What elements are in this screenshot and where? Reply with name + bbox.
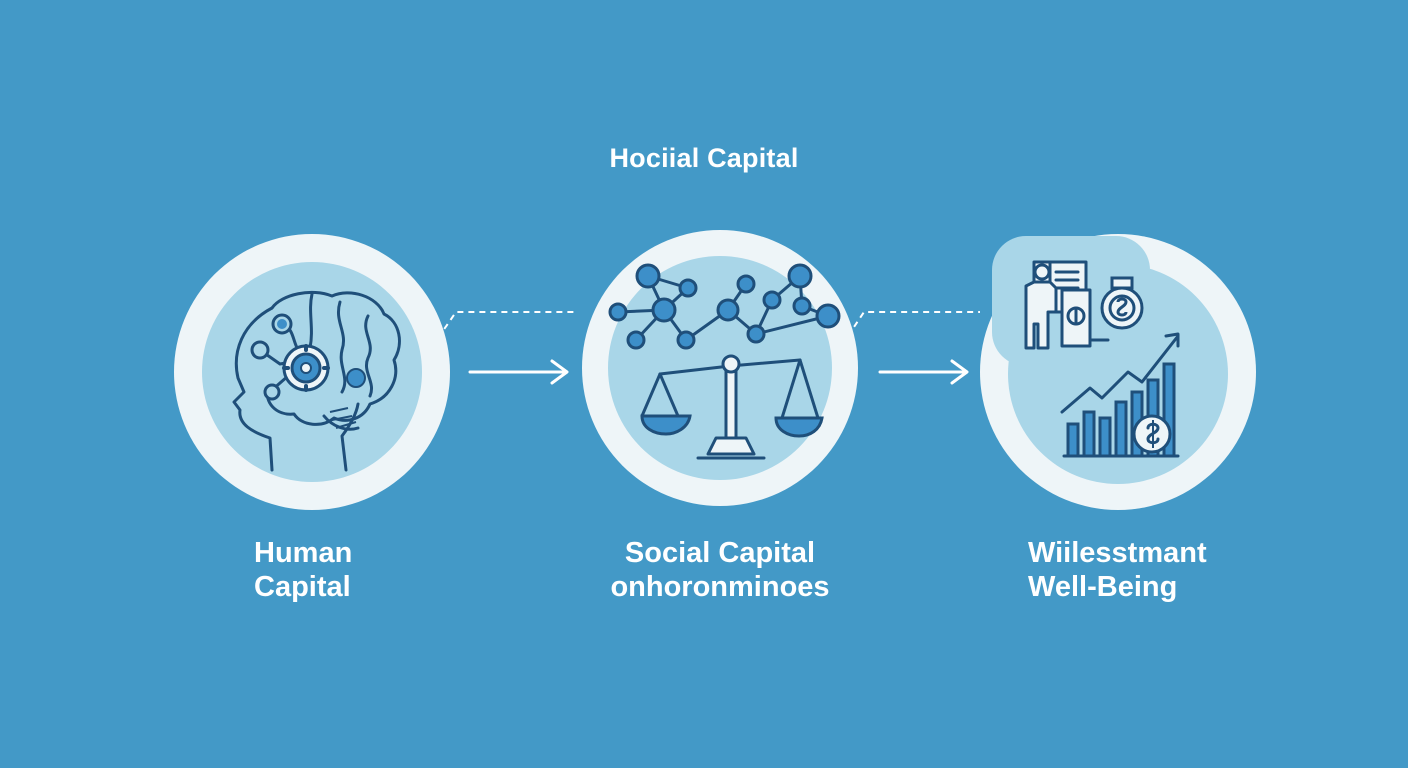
node-label-human-capital: Human Capital bbox=[254, 536, 352, 604]
network-node bbox=[746, 324, 766, 344]
label-line-1: Wiilesstmant bbox=[1028, 537, 1207, 569]
label-line-2: Capital bbox=[254, 571, 351, 603]
node-label-social-capital: Social Capital onhoronminoes bbox=[596, 536, 844, 604]
network-node bbox=[608, 302, 628, 322]
network-scale-icon bbox=[582, 230, 858, 506]
small-gear-icon bbox=[277, 319, 366, 388]
network-node bbox=[626, 330, 646, 350]
gear-icon bbox=[282, 344, 330, 392]
dollar-coin-icon bbox=[1132, 414, 1172, 454]
arrow-1-icon bbox=[468, 359, 569, 385]
network-node bbox=[787, 263, 813, 289]
arrow-2-icon bbox=[878, 359, 969, 385]
network-node bbox=[815, 303, 841, 329]
node-human-capital bbox=[172, 232, 452, 512]
network-node bbox=[635, 263, 661, 289]
document-person-icon bbox=[1024, 260, 1110, 350]
network-node bbox=[716, 298, 740, 322]
network-node bbox=[678, 278, 698, 298]
network-node bbox=[676, 330, 696, 350]
label-line-1: Social Capital bbox=[624, 537, 816, 569]
finance-growth-icon bbox=[980, 234, 1256, 510]
node-well-being bbox=[978, 232, 1258, 512]
node-social-capital bbox=[580, 228, 860, 508]
dashed-connector-1 bbox=[435, 311, 578, 341]
network-node bbox=[736, 274, 756, 294]
money-bag-icon bbox=[1100, 276, 1144, 330]
label-line-2: onhoronminoes bbox=[610, 571, 830, 603]
label-line-2: Well-Being bbox=[1028, 571, 1178, 603]
dashed-connector-2 bbox=[845, 311, 980, 339]
label-line-1: Human bbox=[254, 537, 353, 569]
network-node bbox=[792, 296, 812, 316]
network-node bbox=[651, 297, 677, 323]
node-label-well-being: Wiilesstmant Well-Being bbox=[1028, 536, 1207, 604]
brain-gears-icon bbox=[174, 234, 450, 510]
diagram-title: Hociial Capital bbox=[609, 143, 799, 173]
scale-icon bbox=[640, 354, 824, 460]
network-node bbox=[762, 290, 782, 310]
